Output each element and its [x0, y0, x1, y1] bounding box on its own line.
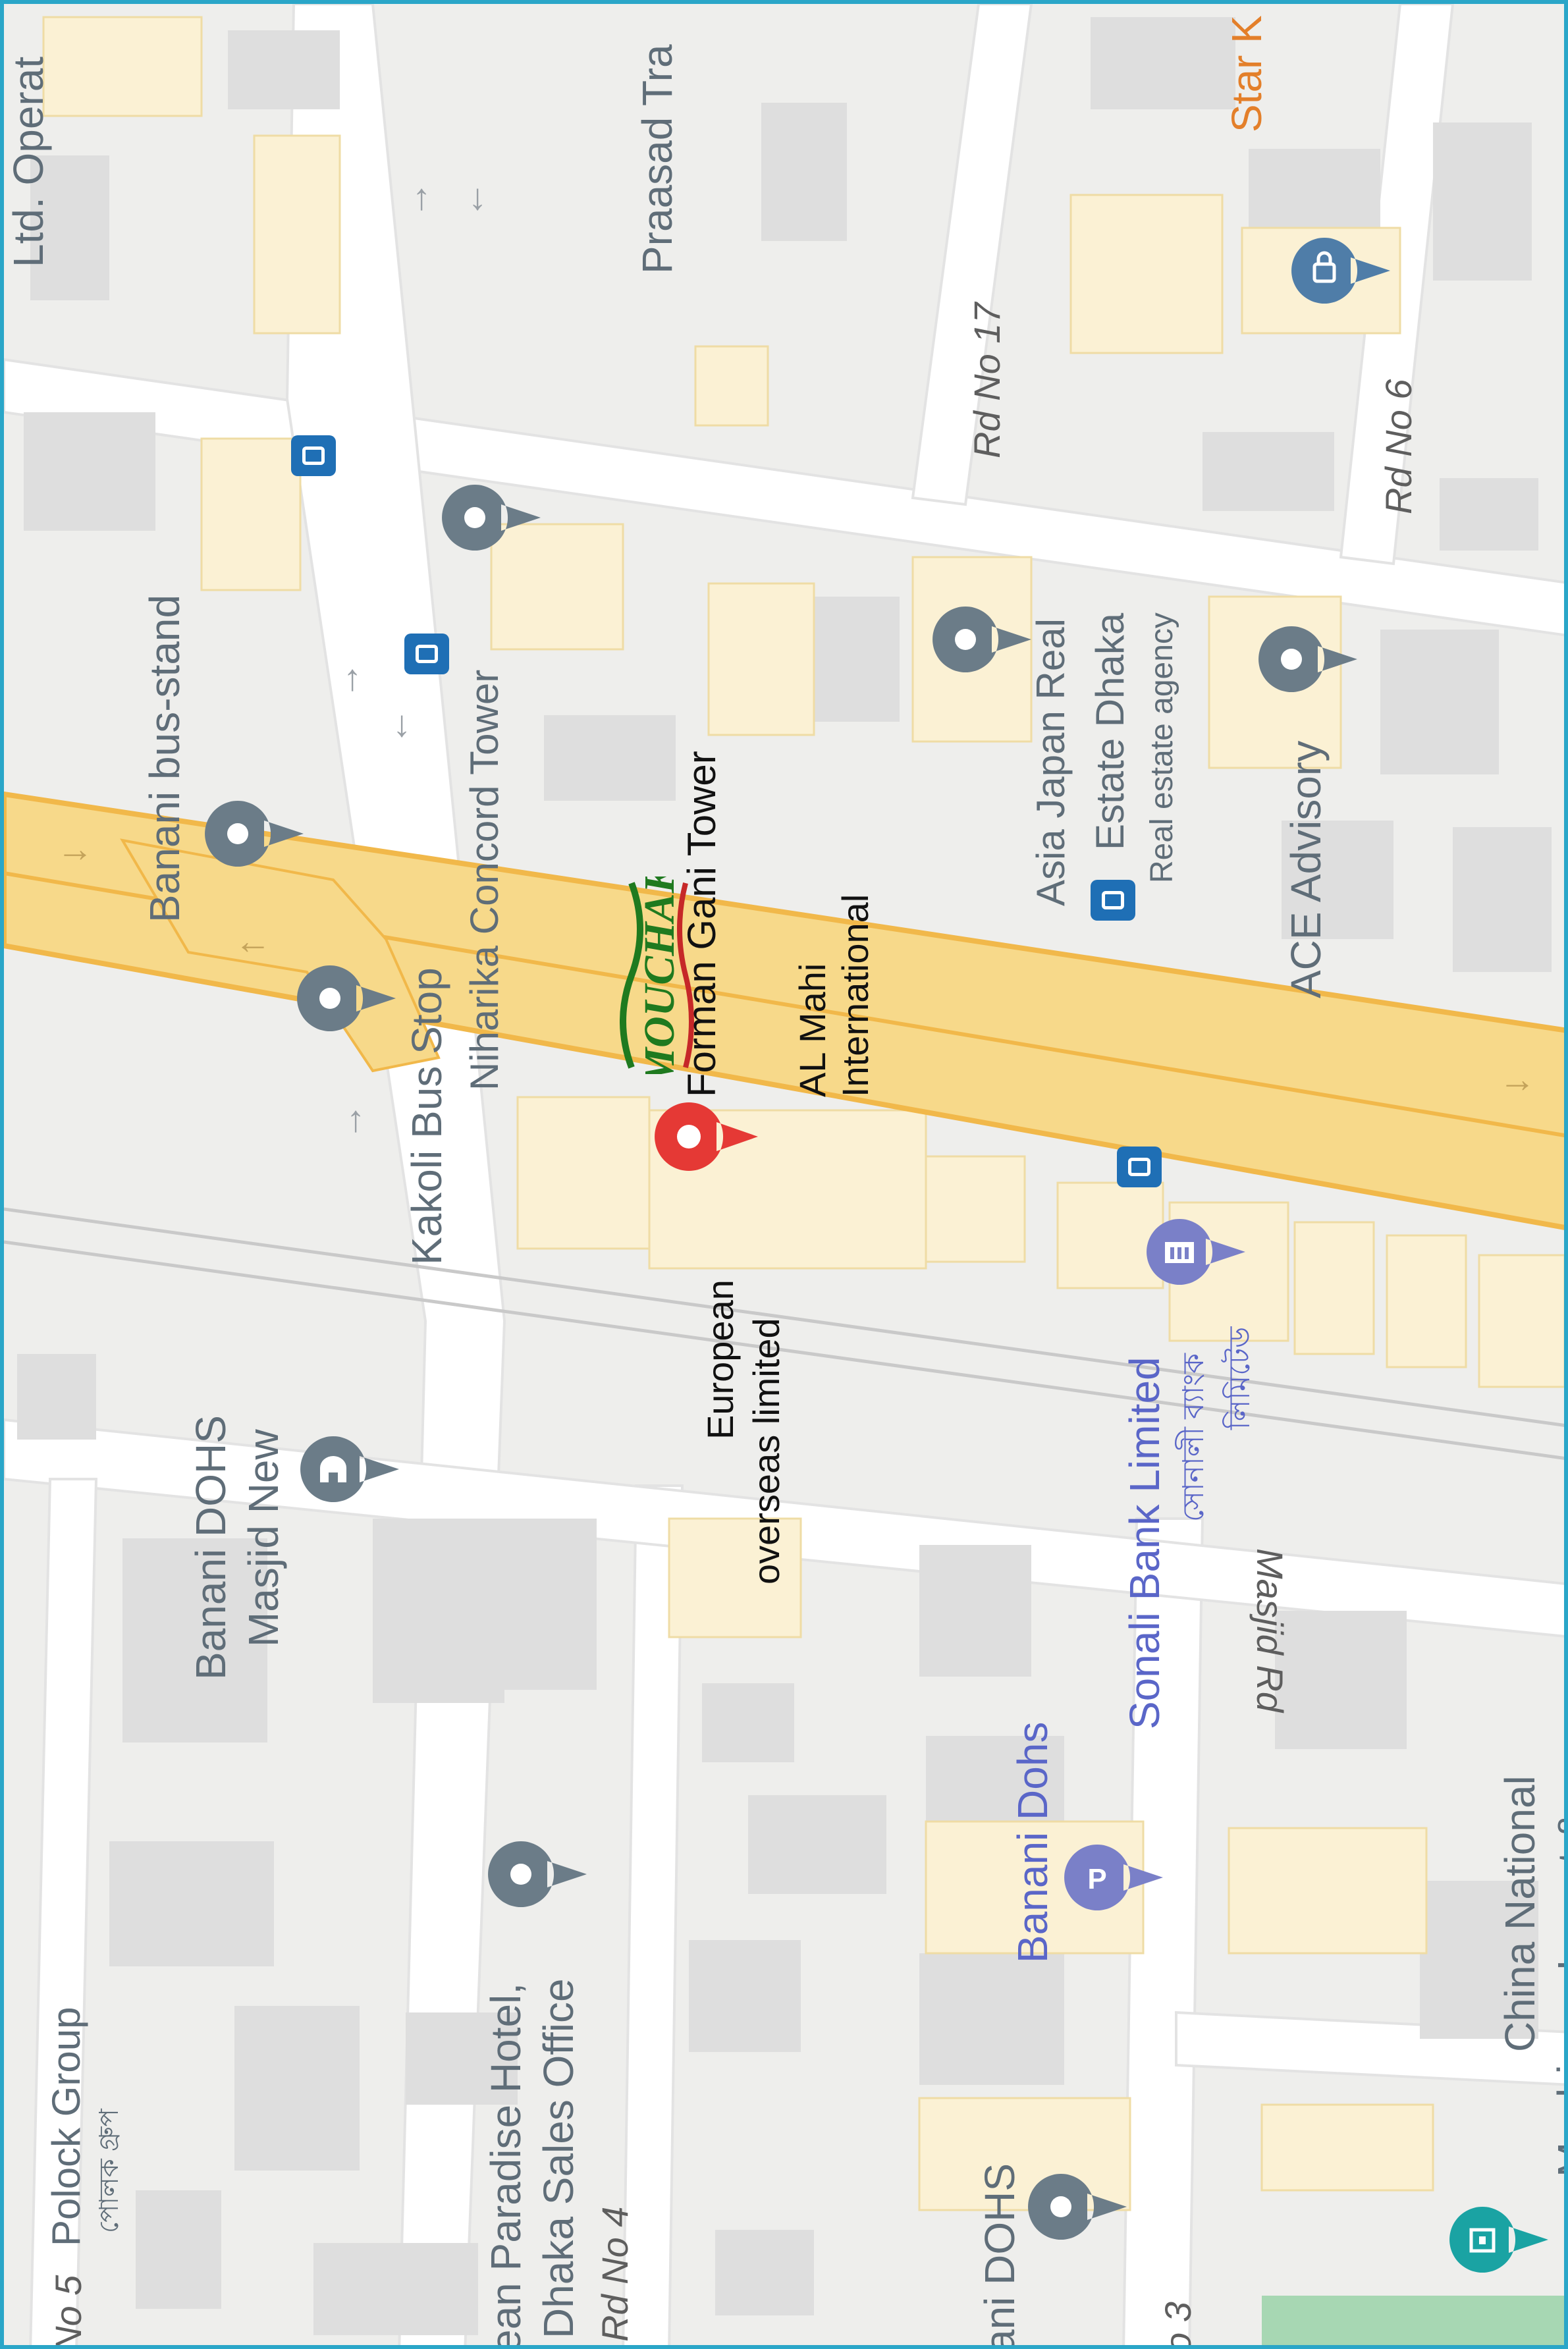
location-pin-icon[interactable] [929, 603, 1035, 676]
label-sonali-bank-bn-2: লিমিটেড [1224, 1326, 1256, 1430]
street-rd17 [911, 4, 1033, 506]
selected-location-pin-icon[interactable] [649, 1097, 761, 1176]
road-label-rd4: Rd No 4 [594, 2206, 635, 2342]
road-label-rd17: Rd No 17 [966, 302, 1008, 458]
label-asia-japan[interactable]: Asia Japan Real [1029, 618, 1073, 906]
railway-line-1 [4, 1207, 1564, 1427]
highway-ramp [120, 838, 441, 1073]
oneway-arrow-icon: ↓ [392, 703, 411, 744]
label-paradise-hotel[interactable]: ean Paradise Hotel, [482, 1982, 529, 2349]
label-asia-japan-category: Real estate agency [1145, 612, 1179, 883]
oneway-arrow-icon: → [57, 828, 94, 869]
label-european-2[interactable]: overseas limited [745, 1318, 787, 1584]
shopping-bag-icon[interactable] [1288, 234, 1393, 307]
label-star[interactable]: Star K [1223, 15, 1270, 132]
railway-line-2 [4, 1240, 1564, 1460]
road-label-masjid-rd: Masjid Rd [1249, 1548, 1291, 1712]
parking-icon[interactable]: P [1061, 1841, 1166, 1914]
label-ace-advisory[interactable]: ACE Advisory [1282, 740, 1330, 998]
mosque-icon[interactable] [297, 1433, 402, 1505]
street-no5 [29, 1478, 98, 2345]
label-china-national-2[interactable]: Machinery Import & [1549, 1812, 1568, 2177]
road-label-no5: No 5 [47, 2275, 89, 2349]
svg-text:P: P [1087, 1863, 1106, 1895]
location-pin-icon[interactable] [439, 481, 544, 554]
oneway-arrow-icon: ↓ [468, 176, 487, 217]
location-pin-icon[interactable] [202, 797, 307, 870]
label-niharika-concord-tower[interactable]: Niharika Concord Tower [462, 669, 506, 1091]
location-pin-icon[interactable] [485, 1838, 590, 1910]
label-banani-dohs-masjid[interactable]: Banani DOHS [187, 1415, 234, 1680]
svg-text:MOUCHAK: MOUCHAK [635, 877, 684, 1074]
highway [4, 791, 1564, 1230]
bank-icon[interactable] [1143, 1216, 1249, 1288]
oneway-arrow-icon: ↑ [343, 657, 362, 698]
label-banani-dohs-parking[interactable]: Banani Dohs [1009, 1721, 1056, 1963]
road-label-rd6: Rd No 6 [1378, 379, 1419, 514]
label-al-mahi[interactable]: AL Mahi [792, 963, 833, 1097]
label-sonali-bank[interactable]: Sonali Bank Limited [1121, 1357, 1168, 1729]
label-polock-group-bn: পোলক গ্রুপ [95, 2109, 124, 2233]
location-pin-icon[interactable] [294, 962, 399, 1035]
oneway-arrow-icon: ↑ [412, 176, 431, 217]
location-pin-icon[interactable] [1255, 623, 1361, 695]
location-pin-icon[interactable] [1025, 2171, 1130, 2243]
label-paradise-hotel-2[interactable]: Dhaka Sales Office [535, 1978, 582, 2338]
label-polock-group[interactable]: Polock Group [44, 2007, 88, 2246]
label-china-national[interactable]: China National [1496, 1775, 1544, 2052]
map-base-layer [4, 4, 1564, 2345]
bus-stop-icon[interactable] [291, 435, 336, 476]
bus-stop-icon[interactable] [1117, 1147, 1162, 1187]
oneway-arrow-icon: ← [234, 920, 271, 961]
street-mid-vertical [622, 1484, 684, 2345]
oneway-arrow-icon: → [1499, 1058, 1536, 1100]
park-area [1262, 2296, 1564, 2345]
label-banani-dohs-masjid-2[interactable]: Masjid New [240, 1429, 287, 1647]
label-praasad[interactable]: Praasad Tra [634, 44, 681, 274]
oneway-arrow-icon: ↑ [346, 1098, 365, 1139]
label-forman-gani-tower[interactable]: Forman Gani Tower [680, 751, 724, 1097]
label-kakoli-bus-stop[interactable]: Kakoli Bus Stop [403, 967, 450, 1265]
label-banani-bus-stand[interactable]: Banani bus-stand [141, 594, 188, 923]
bus-stop-icon[interactable] [404, 634, 449, 674]
label-sonali-bank-bn: সোনালী ব্যাংক [1177, 1353, 1210, 1522]
street-left-vertical [285, 4, 506, 2345]
label-asia-japan-2[interactable]: Estate Dhaka [1088, 612, 1132, 850]
label-ani-dohs[interactable]: ani DOHS [976, 2163, 1023, 2349]
street-masjid-rd [1122, 1517, 1204, 2345]
label-european[interactable]: European [699, 1280, 741, 1440]
landmark-icon[interactable] [1446, 2203, 1552, 2276]
road-label-rd3: o 3 [1157, 2302, 1199, 2349]
bus-stop-icon[interactable] [1091, 880, 1135, 921]
logo-mouchak[interactable]: MOUCHAK [620, 861, 699, 1087]
label-top-left[interactable]: Ltd. Operat [5, 56, 52, 267]
label-al-mahi-2[interactable]: International [834, 894, 876, 1097]
